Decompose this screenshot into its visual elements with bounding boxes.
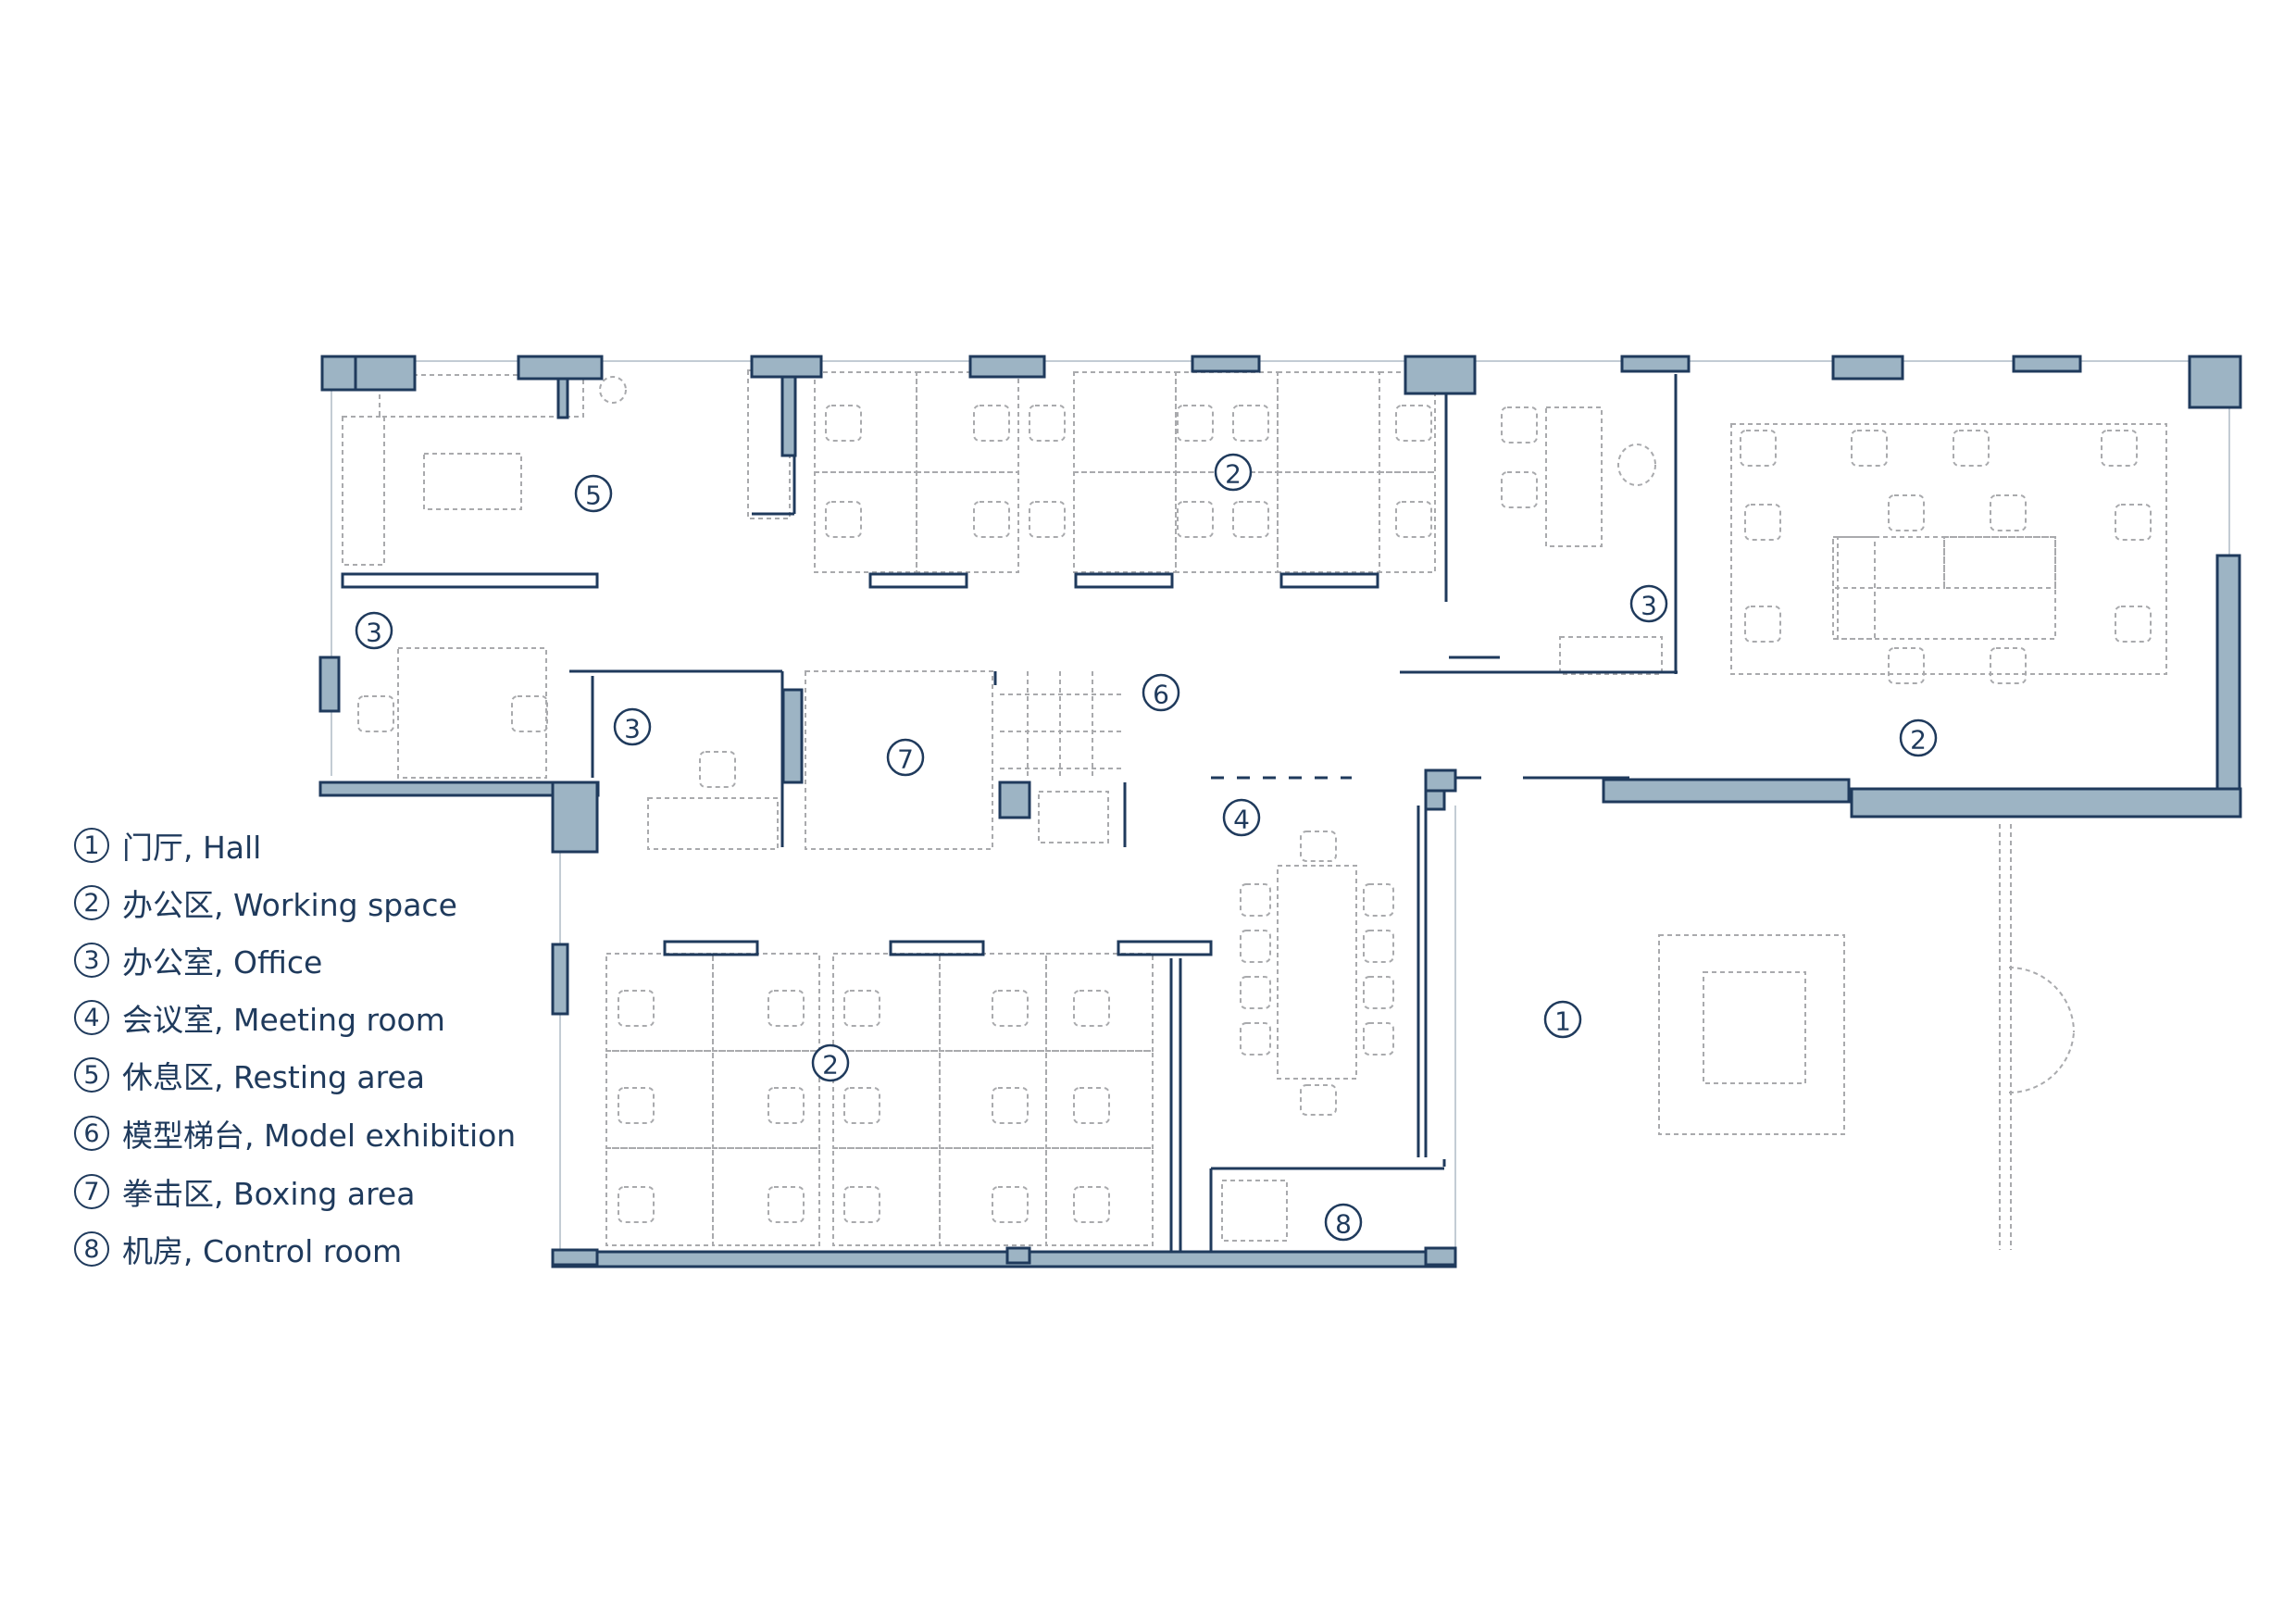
meeting-table	[1277, 865, 1357, 1080]
legend-label: 门厅, Hall	[122, 830, 262, 866]
cabinet	[1559, 636, 1663, 675]
room-marker-7: 7	[886, 738, 925, 777]
room-marker-3: 3	[1629, 584, 1668, 623]
room-marker-text: 8	[1335, 1209, 1352, 1240]
sofa	[379, 374, 584, 418]
room-marker-text: 3	[1641, 591, 1657, 621]
desk	[1379, 471, 1436, 573]
window-pier	[1620, 355, 1691, 373]
desk	[1073, 471, 1177, 573]
column	[1404, 355, 1477, 395]
room-marker-text: 5	[585, 481, 602, 511]
legend-number: 2	[74, 885, 109, 920]
desk	[1277, 371, 1380, 473]
room-marker-text: 1	[1554, 1006, 1571, 1037]
legend-number: 8	[74, 1231, 109, 1267]
room-marker-text: 4	[1233, 805, 1250, 835]
room-marker-text: 6	[1153, 680, 1169, 710]
room-marker-text: 2	[822, 1050, 839, 1081]
desk	[397, 647, 547, 779]
legend-label: 会议室, Meeting room	[122, 1002, 445, 1038]
desk	[1545, 406, 1603, 547]
room-marker-text: 7	[897, 744, 914, 775]
work-zone	[1730, 423, 2167, 675]
furniture-layer	[342, 369, 2167, 1250]
room-marker-3: 3	[613, 707, 652, 746]
window-pier	[1191, 355, 1261, 373]
legend-label: 休息区, Resting area	[122, 1059, 425, 1095]
desk	[647, 797, 779, 850]
desk	[814, 371, 917, 473]
room-marker-text: 3	[624, 714, 641, 744]
window-pier	[2012, 355, 2082, 373]
wall	[1850, 787, 2242, 818]
legend-number: 6	[74, 1116, 109, 1151]
legend-item-meeting-room: 4 会议室, Meeting room	[74, 994, 445, 1041]
reception-desk	[1658, 934, 1845, 1135]
legend-item-control-room: 8 机房, Control room	[74, 1226, 402, 1272]
wall	[1602, 778, 1851, 804]
column	[1424, 768, 1457, 793]
room-marker-8: 8	[1324, 1203, 1363, 1242]
legend-item-working-space: 2 办公区, Working space	[74, 880, 457, 926]
room-marker-2: 2	[811, 1043, 850, 1082]
room-marker-2: 2	[1214, 453, 1253, 492]
column	[517, 355, 604, 381]
legend-item-hall: 1 门厅, Hall	[74, 822, 261, 868]
column	[750, 355, 823, 379]
room-marker-text: 2	[1225, 459, 1242, 490]
room-marker-text: 3	[366, 618, 382, 648]
legend-item-model-exhibition: 6 模型梯台, Model exhibition	[74, 1110, 516, 1156]
legend-number: 7	[74, 1174, 109, 1209]
legend-number: 1	[74, 828, 109, 863]
desk	[1073, 371, 1177, 473]
legend-label: 模型梯台, Model exhibition	[122, 1118, 517, 1154]
legend-label: 机房, Control room	[122, 1233, 403, 1269]
column	[2188, 355, 2242, 409]
room-marker-5: 5	[574, 474, 613, 513]
room-marker-6: 6	[1142, 673, 1180, 712]
desk	[814, 471, 917, 573]
legend-label: 拳击区, Boxing area	[122, 1176, 416, 1212]
desk	[916, 371, 1019, 473]
legend-item-office: 3 办公室, Office	[74, 937, 322, 983]
server-rack	[1221, 1180, 1288, 1242]
legend-number: 5	[74, 1057, 109, 1093]
column	[968, 355, 1046, 379]
room-marker-2: 2	[1899, 718, 1938, 757]
room-markers: 5 2 3 3 6 3 7 2 4 2 1 8	[355, 453, 1938, 1242]
boxing-ring	[805, 670, 993, 850]
column	[998, 781, 1031, 819]
legend-label: 办公区, Working space	[122, 887, 457, 923]
column	[551, 943, 569, 1016]
structure-layer	[318, 355, 2242, 1268]
legend-label: 办公室, Office	[122, 944, 323, 981]
column	[551, 781, 599, 854]
room-marker-1: 1	[1543, 1000, 1582, 1039]
legend-item-boxing-area: 7 拳击区, Boxing area	[74, 1168, 415, 1215]
column	[318, 656, 341, 713]
room-marker-3: 3	[355, 611, 393, 650]
legend-number: 4	[74, 1000, 109, 1035]
room-marker-text: 2	[1910, 725, 1927, 756]
desk	[916, 471, 1019, 573]
plant	[599, 376, 627, 404]
legend-item-resting-area: 5 休息区, Resting area	[74, 1052, 425, 1098]
legend-number: 3	[74, 943, 109, 978]
wall	[2215, 554, 2241, 817]
wall	[551, 1250, 1457, 1268]
column	[1831, 355, 1904, 381]
desk	[1277, 471, 1380, 573]
coffee-table	[423, 453, 522, 510]
column	[781, 688, 804, 784]
model-stand	[1038, 791, 1109, 843]
room-marker-4: 4	[1222, 798, 1261, 837]
sofa	[342, 416, 385, 566]
